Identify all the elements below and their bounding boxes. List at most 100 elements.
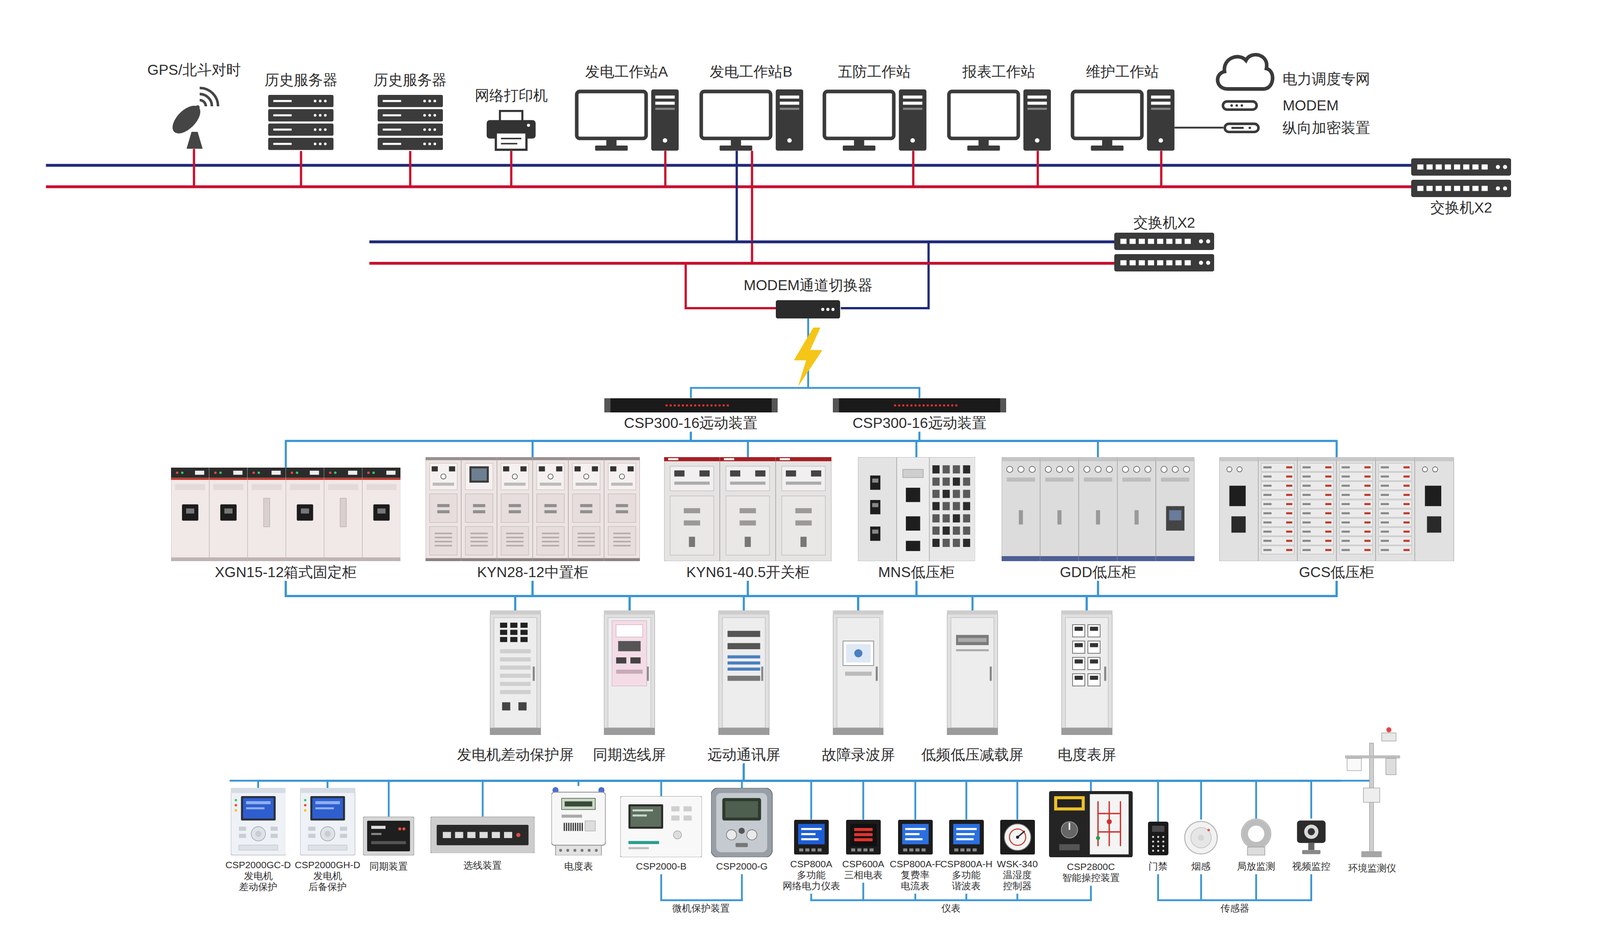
icon-shape (564, 800, 593, 806)
icon-shape (532, 457, 569, 562)
icon-shape (805, 847, 810, 852)
icon-shape (922, 404, 925, 406)
icon-shape (1432, 467, 1438, 473)
c2800-icon (1049, 790, 1133, 858)
device-label: CSP2000-G (716, 860, 768, 872)
icon-shape (398, 826, 402, 831)
icon-shape (958, 637, 988, 642)
icon-shape (615, 503, 629, 508)
icon-shape (785, 481, 822, 485)
icon-shape (664, 457, 720, 562)
icon-shape (946, 89, 1051, 151)
icon-shape (467, 831, 476, 838)
icon-shape (273, 142, 292, 145)
icon-shape (1116, 457, 1156, 562)
icon-shape (319, 99, 323, 103)
icon-shape (428, 99, 432, 103)
icon-shape (1403, 539, 1410, 542)
icon-shape (952, 489, 961, 499)
icon-shape (308, 833, 316, 838)
icon-shape (499, 649, 531, 654)
icon-shape (1302, 512, 1311, 515)
icon-shape (1175, 238, 1182, 244)
icon-shape (268, 123, 334, 136)
icon-shape (1472, 164, 1479, 170)
icon-shape (585, 820, 596, 831)
icon-shape (433, 128, 437, 131)
icon-shape (1261, 463, 1295, 472)
icon-shape (817, 847, 822, 852)
icon-shape (1027, 108, 1048, 110)
device-node: 发电机差动保护屏 (457, 610, 574, 764)
icon-shape (1364, 493, 1371, 496)
icon-shape (1248, 126, 1252, 130)
device-label: WSK-340 温湿度 控制器 (995, 858, 1040, 892)
icon-shape (677, 404, 680, 406)
icon-shape (857, 457, 976, 562)
device-label: CSP2000GC-D 发电机 差动保护 (223, 859, 293, 893)
icon-shape (1168, 510, 1182, 521)
device-label: 同期选线屏 (592, 745, 666, 764)
icon-shape (1302, 503, 1311, 505)
icon-shape (1378, 518, 1412, 527)
icon-shape (872, 503, 878, 508)
device-label: GPS/北斗对时 (147, 61, 241, 79)
icon-shape (1325, 475, 1332, 478)
icon-shape (946, 727, 998, 735)
icon-shape (932, 465, 940, 474)
icon-shape (1302, 539, 1311, 542)
icon-shape (903, 108, 923, 110)
icon-shape (603, 727, 655, 735)
device-node: 报表工作站 (946, 62, 1051, 151)
icon-shape (1122, 466, 1129, 473)
device-node: 历史服务器 (264, 71, 338, 151)
bracket-line (1016, 893, 1019, 900)
icon-shape (1015, 835, 1019, 839)
icon-shape (333, 471, 337, 474)
icon-shape (620, 795, 702, 858)
icon-shape (1341, 512, 1351, 515)
icon-shape (775, 300, 841, 319)
icon-shape (186, 131, 203, 149)
icon-shape (701, 91, 771, 139)
icon-shape (910, 138, 915, 143)
icon-shape (1241, 818, 1272, 849)
device-label: 五防工作站 (837, 62, 911, 81)
cab-icon (1219, 457, 1455, 562)
icon-shape (1302, 475, 1311, 478)
icon-shape (520, 636, 528, 642)
icon-shape (684, 520, 701, 526)
icon-shape (1381, 475, 1390, 478)
icon-shape (242, 798, 274, 819)
device-node: CSP2000GH-D 发电机 后备保护 (293, 787, 362, 893)
icon-shape (851, 847, 856, 852)
icon-shape (781, 495, 826, 556)
icon-shape (496, 558, 533, 562)
icon-shape (1240, 104, 1243, 107)
connector (748, 431, 920, 458)
icon-shape (186, 107, 198, 120)
icon-shape (1302, 521, 1311, 524)
icon-shape (324, 830, 331, 837)
icon-shape (268, 94, 334, 151)
icon-shape (506, 540, 524, 543)
icon-shape (720, 457, 776, 562)
icon-shape (285, 557, 325, 562)
icon-shape (1286, 512, 1293, 515)
device-node: 维护工作站 (1070, 62, 1175, 151)
device-label: CSP2000GH-D 发电机 后备保护 (293, 859, 362, 893)
icon-shape (727, 661, 761, 665)
icon-shape (664, 457, 832, 562)
device-label: MNS低压柜 (878, 563, 955, 581)
icon-shape (1346, 758, 1362, 771)
icon-shape (604, 398, 611, 413)
icon-shape (616, 657, 627, 664)
icon-shape (727, 675, 761, 681)
icon-shape (1300, 463, 1334, 472)
icon-shape (429, 463, 458, 490)
icon-shape (831, 307, 835, 312)
icon-shape (1223, 122, 1261, 134)
icon-shape (489, 610, 541, 735)
icon-shape (949, 819, 984, 855)
icon-shape (532, 457, 569, 461)
